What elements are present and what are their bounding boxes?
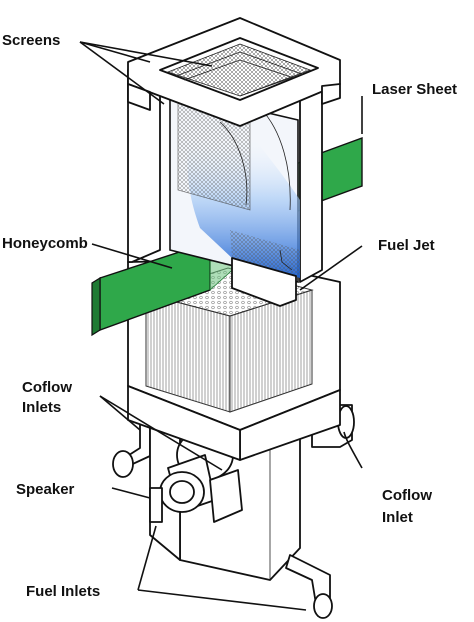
- label-laser-sheet: Laser Sheet: [372, 81, 457, 98]
- leader-lines: [79, 41, 363, 611]
- screen-housing: [127, 17, 341, 127]
- label-screens: Screens: [2, 32, 60, 49]
- label-coflow-inlets-2: Inlets: [22, 399, 61, 416]
- label-fuel-jet: Fuel Jet: [378, 237, 435, 254]
- label-coflow-inlet-1: Coflow: [382, 487, 432, 504]
- label-honeycomb: Honeycomb: [2, 235, 88, 252]
- label-coflow-inlet-2: Inlet: [382, 509, 413, 526]
- label-fuel-inlets: Fuel Inlets: [26, 583, 100, 600]
- honeycomb-block: [144, 267, 314, 413]
- label-speaker: Speaker: [16, 481, 75, 498]
- label-coflow-inlets-1: Coflow: [22, 379, 72, 396]
- labels: Screens Laser Sheet Honeycomb Fuel Jet C…: [2, 32, 457, 600]
